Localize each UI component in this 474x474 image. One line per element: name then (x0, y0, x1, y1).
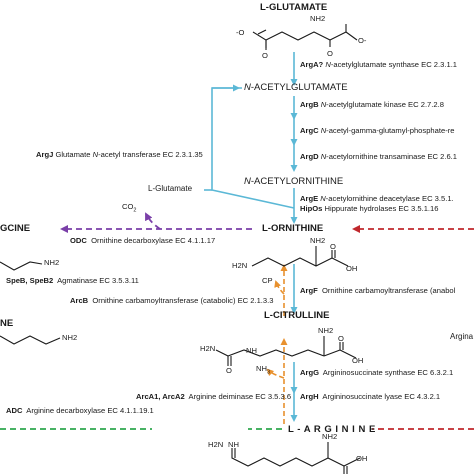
glutamate-o-minus-left: -O (236, 28, 245, 37)
enzyme-adc: ADC Arginine decarboxylase EC 4.1.1.19.1 (6, 406, 154, 415)
glutamate-o-right: O (327, 49, 333, 58)
co2-label: CO2 (122, 202, 137, 214)
glutamate-o-left: O (262, 51, 268, 60)
agmatine-nh2: NH2 (44, 258, 60, 267)
citrulline-nh2: NH2 (318, 326, 334, 335)
enzyme-speB: SpeB, SpeB2 Agmatinase EC 3.5.3.11 (6, 276, 139, 285)
argJ-loop (204, 84, 295, 209)
agmatine-label-cut: GCINE (0, 223, 31, 234)
enzyme-argB: ArgB N-acetylglutamate kinase EC 2.7.2.8 (300, 100, 444, 109)
putrescine-nh2: NH2 (62, 333, 78, 342)
arginine-label: L - A R G I N I N E (288, 424, 376, 435)
enzyme-argF: ArgF Ornithine carbamoyltransferase (ana… (300, 286, 456, 295)
ornithine-o: O (330, 242, 336, 251)
citrulline-label: L-CITRULLINE (264, 310, 330, 321)
ornithine-structure (251, 246, 349, 267)
citrulline-o: O (226, 366, 232, 375)
ornithine-h2n: H2N (232, 261, 248, 270)
ornithine-label: L-ORNITHINE (262, 223, 324, 234)
citrulline-nh: NH (246, 346, 257, 355)
putrescine-structure (0, 335, 61, 345)
putrescine-label-cut: NE (0, 318, 14, 329)
arginase-label-cut: Argina (450, 332, 474, 341)
l-glutamate-side: L-Glutamate (148, 184, 193, 193)
citrulline-structure (215, 336, 357, 366)
glutamate-o-minus-right: O- (358, 36, 367, 45)
acetylglutamate-label: N-ACETYLGLUTAMATE (244, 82, 348, 93)
agmatine-structure (0, 261, 43, 271)
acetylornithine-label: N-ACETYLORNITHINE (244, 176, 344, 187)
glutamate-nh2: NH2 (310, 14, 326, 23)
ornithine-nh2: NH2 (310, 236, 326, 245)
enzyme-argC: ArgC N-acetyl-gamma-glutamyl-phosphate-r… (300, 126, 455, 135)
arginine-nh2: NH2 (322, 432, 338, 441)
enzyme-arcA: ArcA1, ArcA2 Arginine deiminase EC 3.5.3… (136, 392, 292, 401)
arginine-h2n: H2N (208, 440, 224, 449)
glutamate-structure (252, 24, 358, 50)
arginine-oh: OH (356, 454, 368, 463)
citrulline-h2n: H2N (200, 344, 216, 353)
catabolic-arrows (266, 264, 288, 424)
enzyme-argG: ArgG Argininosuccinate synthase EC 6.3.2… (300, 368, 454, 377)
cp-label: CP (262, 276, 273, 285)
arginine-nh-top: NH (228, 440, 239, 449)
ornithine-oh: OH (346, 264, 358, 273)
enzyme-odc: ODC Ornithine decarboxylase EC 4.1.1.17 (70, 236, 216, 245)
citrulline-o-top: O (338, 334, 344, 343)
enzyme-arcB: ArcB Ornithine carbamoyltransferase (cat… (70, 296, 274, 305)
enzyme-argH: ArgH Argininosuccinate lyase EC 4.3.2.1 (300, 392, 441, 401)
arginine-structure (231, 442, 361, 474)
enzyme-argA: ArgA? N-acetylglutamate synthase EC 2.3.… (300, 60, 458, 69)
enzyme-hipO: HipOs Hippurate hydrolases EC 3.5.1.16 (300, 204, 439, 213)
glutamate-label: L-GLUTAMATE (260, 2, 328, 13)
enzyme-argE: ArgE N-acetylornithine deacetylase EC 3.… (300, 194, 454, 203)
citrulline-oh: OH (352, 356, 364, 365)
enzyme-argD: ArgD N-acetylornithine transaminase EC 2… (300, 152, 458, 161)
odc-arrow (60, 212, 252, 233)
arginase-arrows (352, 225, 474, 430)
enzyme-argJ: ArgJ Glutamate N-acetyl transferase EC 2… (36, 150, 203, 159)
nh3-label: NH3 (256, 364, 271, 376)
